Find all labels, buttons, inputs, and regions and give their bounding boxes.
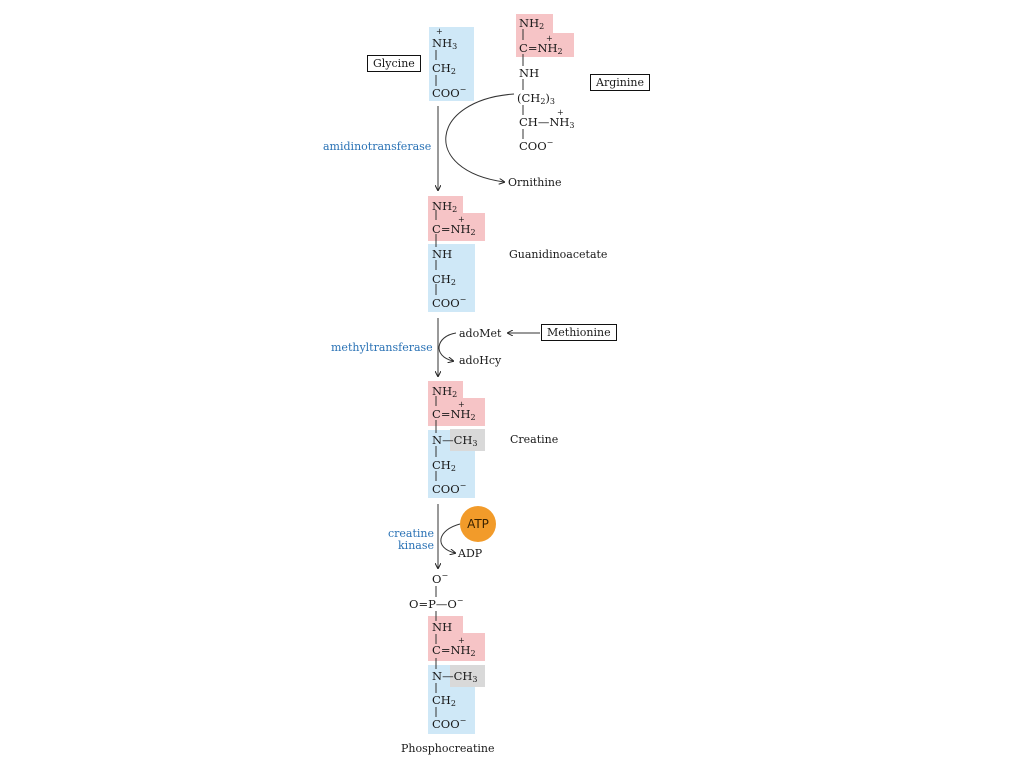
glycine-ch2: CH2 — [432, 61, 456, 76]
phosphocreatine-o-top: O− — [432, 571, 449, 587]
creatine-charge: + — [458, 400, 465, 409]
creatine-n-ch3: N—CH3 — [432, 433, 478, 448]
guanidinoacetate-nh: NH — [432, 247, 453, 261]
phosphocreatine-charge: + — [458, 636, 465, 645]
creatine-kinase-label-line1: creatine — [388, 527, 435, 540]
adohcy-label: adoHcy — [459, 354, 502, 367]
methyltransferase-label: methyltransferase — [331, 341, 433, 354]
phosphocreatine-ch2: CH2 — [432, 693, 456, 708]
creatine-kinase-label-line2: kinase — [398, 539, 434, 552]
phosphocreatine-amidino-highlight-1 — [428, 616, 463, 634]
creatine-c-nh2: C=NH2 — [432, 407, 476, 422]
arginine-guanidino-highlight-1 — [516, 14, 553, 34]
glycine-highlight — [429, 27, 474, 101]
guanidinoacetate-nh2: NH2 — [432, 199, 458, 214]
arginine-ch-nh3: CH—NH3 — [519, 115, 575, 130]
arginine-ch2-3: (CH2)3 — [517, 91, 556, 106]
arginine-nh2: NH2 — [519, 16, 545, 31]
arginine-alpha-charge: + — [557, 108, 564, 117]
phosphocreatine-label: Phosphocreatine — [401, 742, 495, 755]
ornithine-label: Ornithine — [508, 176, 562, 189]
arginine-guanidino-highlight-2 — [516, 33, 574, 57]
guanidinoacetate-amidino-highlight-1 — [428, 196, 463, 214]
arginine-label-box: Arginine — [590, 74, 650, 91]
amidinotransferase-label: amidinotransferase — [323, 140, 432, 153]
methyl-transfer-curve — [438, 332, 457, 361]
creatine-ch2: CH2 — [432, 458, 456, 473]
arginine-c-nh2: C=NH2 — [519, 41, 563, 56]
guanidinoacetate-label: Guanidinoacetate — [509, 248, 608, 261]
guanidinoacetate-coo: COO− — [432, 295, 467, 311]
phosphocreatine-nh: NH — [432, 620, 453, 634]
arginine-coo: COO− — [519, 138, 554, 154]
phosphocreatine-amidino-highlight-2 — [428, 633, 485, 661]
adomet-label: adoMet — [459, 327, 502, 340]
atp-circle: ATP — [460, 506, 496, 542]
arginine-charge: + — [546, 34, 553, 43]
guanidinoacetate-glycine-highlight — [428, 244, 475, 312]
phosphocreatine-n-ch3: N—CH3 — [432, 669, 478, 684]
glycine-coo: COO− — [432, 85, 467, 101]
guanidinoacetate-c-nh2: C=NH2 — [432, 222, 476, 237]
amidino-transfer-curve — [445, 93, 515, 182]
creatine-amidino-highlight-1 — [428, 381, 463, 399]
creatine-methyl-highlight — [450, 429, 485, 451]
guanidinoacetate-amidino-highlight-2 — [428, 213, 485, 241]
phosphocreatine-methyl-highlight — [450, 665, 485, 687]
methionine-label-box: Methionine — [541, 324, 617, 341]
phosphocreatine-phosphate: O=P—O− — [409, 596, 464, 612]
phosphocreatine-c-nh2: C=NH2 — [432, 643, 476, 658]
creatine-coo: COO− — [432, 481, 467, 497]
guanidinoacetate-ch2: CH2 — [432, 272, 456, 287]
creatine-nh2: NH2 — [432, 384, 458, 399]
creatine-amidino-highlight-2 — [428, 398, 485, 426]
guanidinoacetate-charge: + — [458, 215, 465, 224]
phospho-transfer-curve — [440, 523, 461, 553]
glycine-nh3-charge: + — [436, 27, 443, 36]
creatine-label: Creatine — [510, 433, 559, 446]
glycine-label-box: Glycine — [367, 55, 421, 72]
arginine-nh: NH — [519, 66, 540, 80]
adp-label: ADP — [458, 547, 483, 560]
phosphocreatine-coo: COO− — [432, 716, 467, 732]
glycine-nh3: NH3 — [432, 36, 458, 51]
